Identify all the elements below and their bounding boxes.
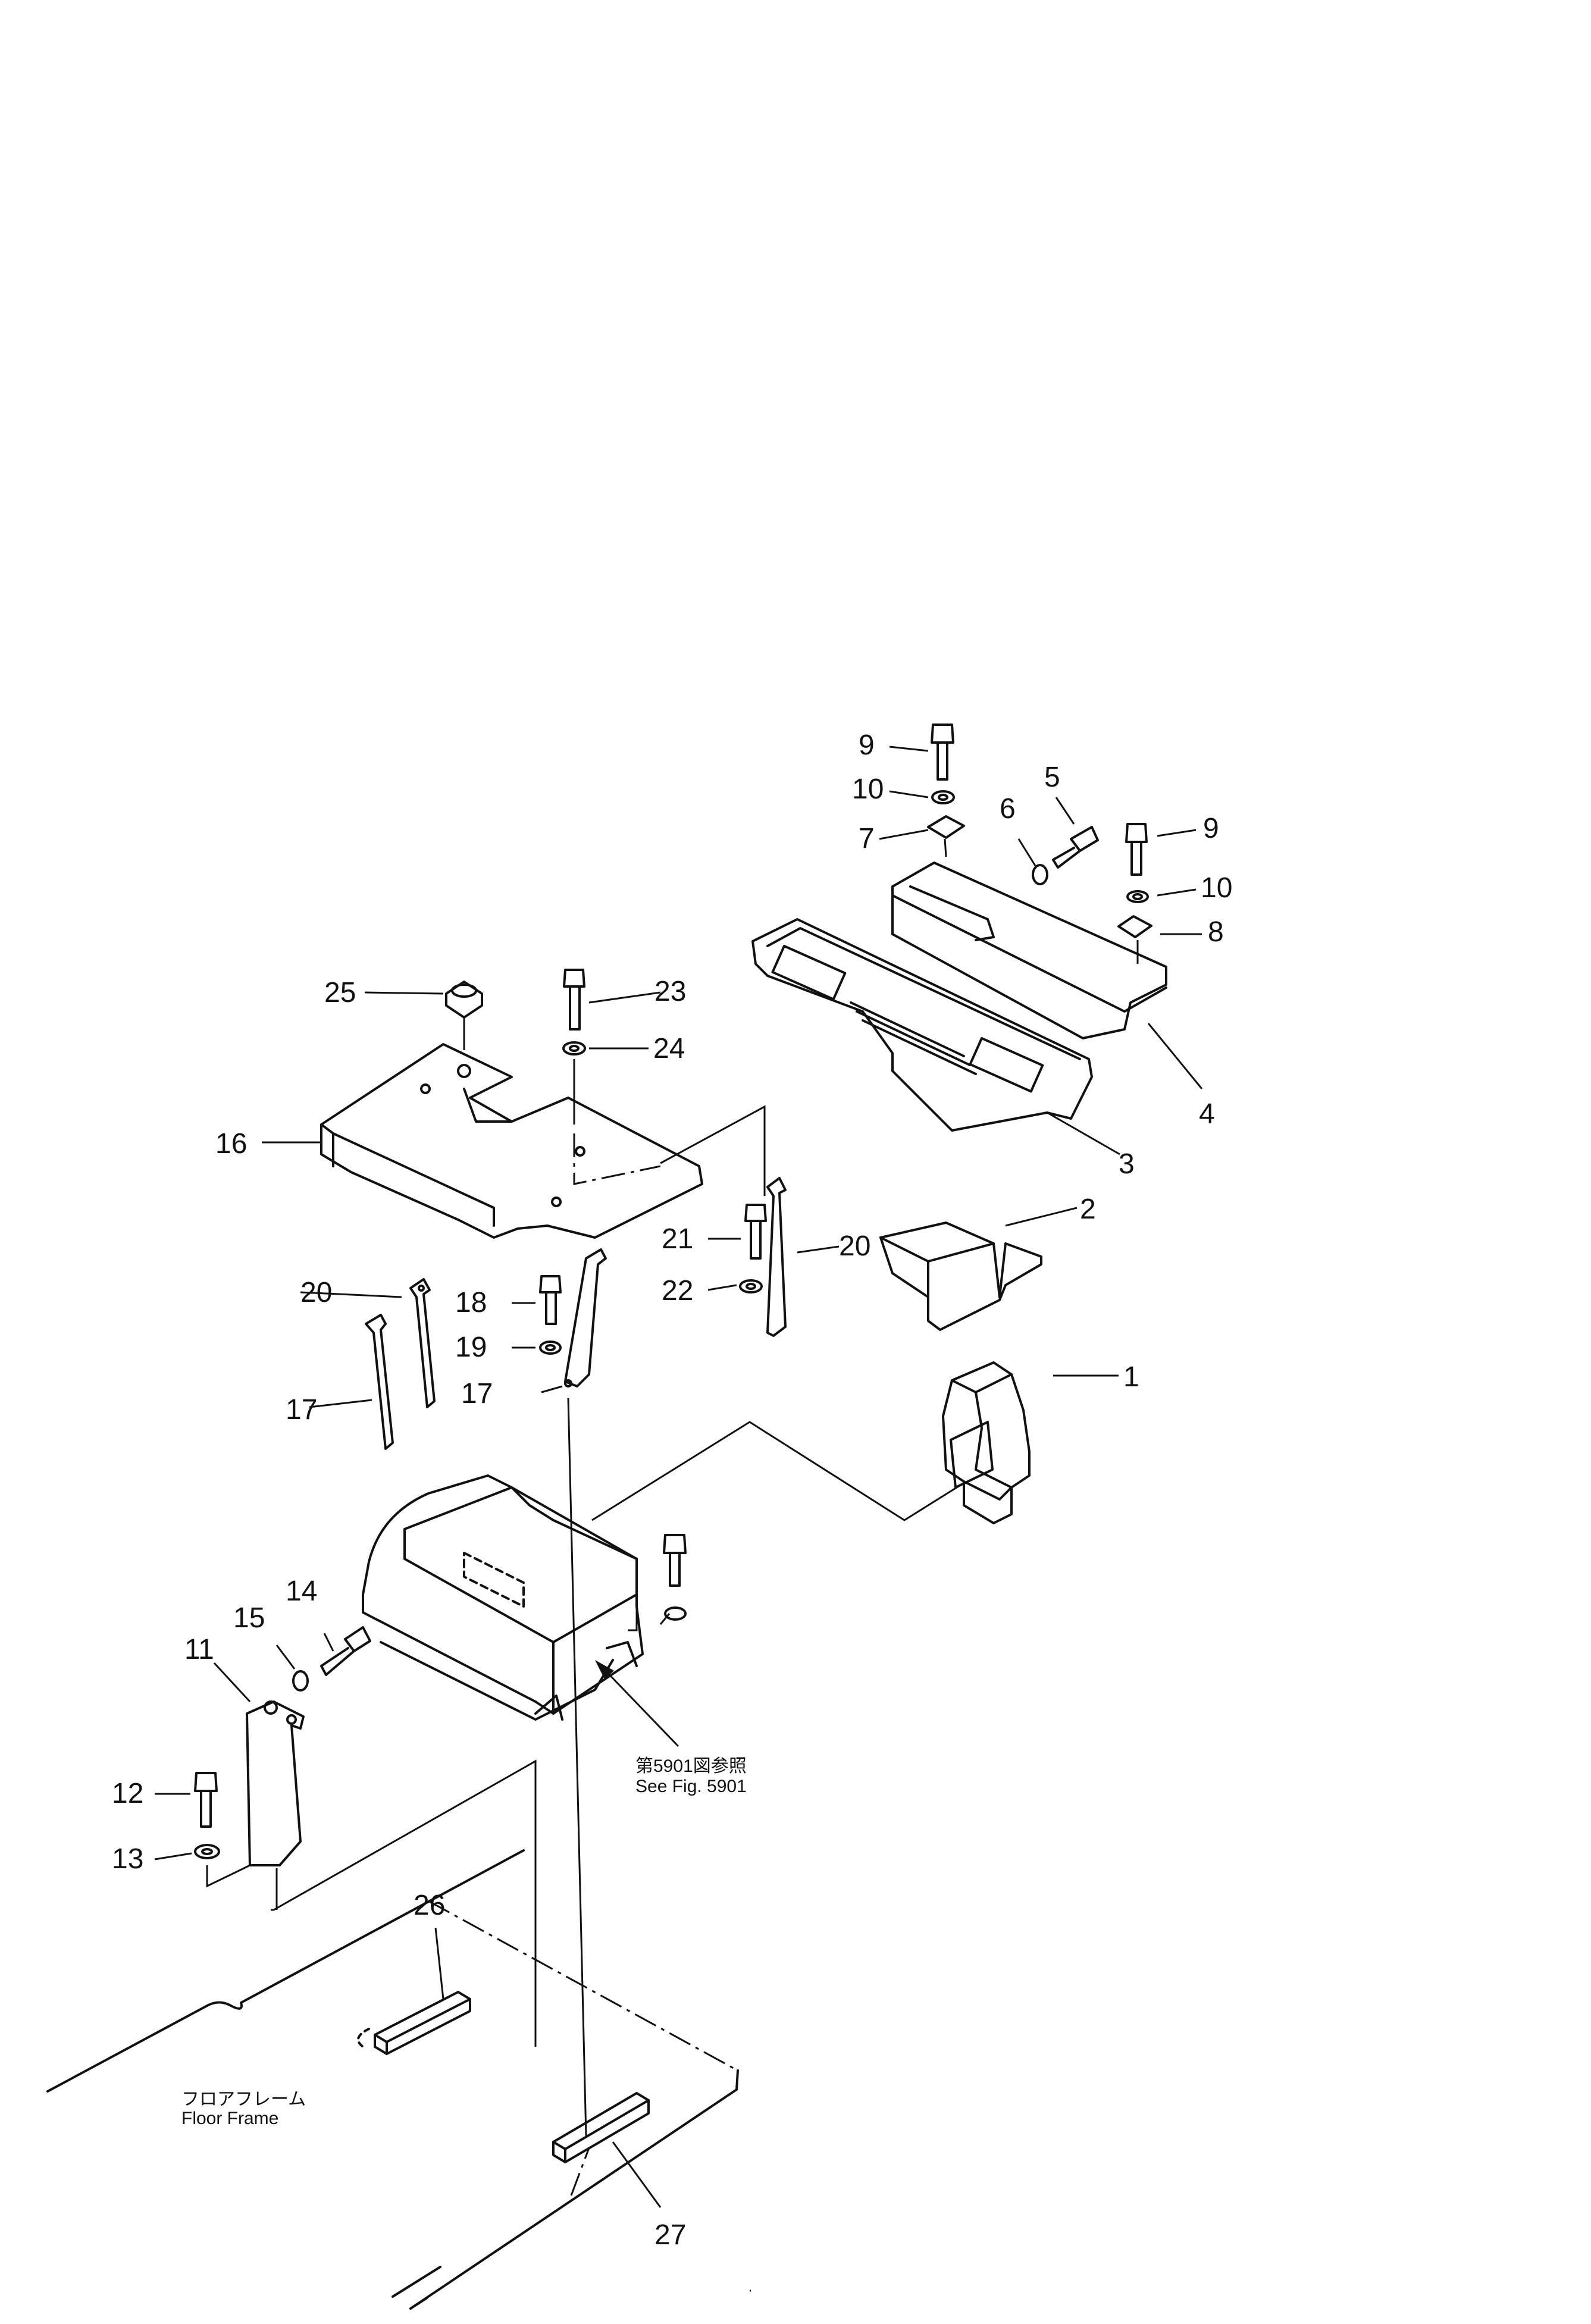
see-fig-note-jp: 第5901図参照 [635,1756,747,1776]
block-27 [552,2092,662,2208]
plate-16 [262,1043,766,1239]
brackets-left [300,1278,436,1450]
callout-14: 14 [286,1576,317,1607]
callout-2: 2 [1080,1194,1096,1225]
callout-5: 5 [1044,762,1060,793]
callout-1: 1 [1123,1361,1139,1393]
callout-15: 15 [233,1602,265,1634]
callout-17a: 17 [286,1394,317,1426]
floor-frame-label-jp: フロアフレーム [181,2090,306,2109]
callout-16: 16 [215,1128,247,1160]
callout-21: 21 [662,1223,693,1255]
callout-3: 3 [1119,1148,1135,1180]
callout-9b: 9 [1203,813,1219,844]
callout-27: 27 [654,2219,686,2251]
callout-8: 8 [1208,916,1224,948]
louvre-3 [751,918,1120,1155]
notes: 第5901図参照 See Fig. 5901 フロアフレーム Floor Fra… [181,1756,747,2128]
floor-frame [46,1849,739,2310]
brackets-right [707,1177,840,1337]
see-fig-note-en: See Fig. 5901 [635,1777,747,1796]
callout-20a: 20 [300,1277,332,1308]
callout-4: 4 [1199,1098,1215,1130]
callout-19: 19 [455,1332,487,1363]
callout-12: 12 [112,1778,143,1809]
top-plate-hardware [364,969,661,1125]
callout-24: 24 [653,1033,685,1064]
brackets-centre [512,1248,607,1393]
callout-10a: 10 [852,773,884,805]
callout-13: 13 [112,1843,143,1875]
upper-leaders [879,746,1202,935]
duct-1 [942,1361,1119,1524]
callout-11: 11 [184,1634,214,1665]
callout-26: 26 [414,1890,445,1921]
upper-hardware [927,723,1152,964]
callout-22: 22 [662,1275,693,1307]
bracket-11 [213,1662,305,1866]
block-26 [357,1927,471,2055]
callout-23: 23 [654,976,686,1007]
callout-10b: 10 [1201,872,1232,904]
callout-20b: 20 [839,1230,870,1262]
callout-labels: 1 2 3 4 5 6 7 8 9 9 10 10 11 12 13 14 15… [112,729,1232,2251]
callout-7: 7 [859,823,875,854]
left-hardware [154,1626,371,1888]
callout-6: 6 [1000,793,1016,825]
floor-frame-label-en: Floor Frame [181,2109,278,2128]
callout-17b: 17 [461,1378,493,1410]
rail-4 [891,862,1203,1089]
duct-2 [879,1207,1078,1331]
callout-25: 25 [324,977,356,1008]
heater-unit [362,1421,976,1721]
side-bolt [659,1534,687,1625]
callout-18: 18 [455,1287,487,1318]
callout-9a: 9 [859,729,875,761]
